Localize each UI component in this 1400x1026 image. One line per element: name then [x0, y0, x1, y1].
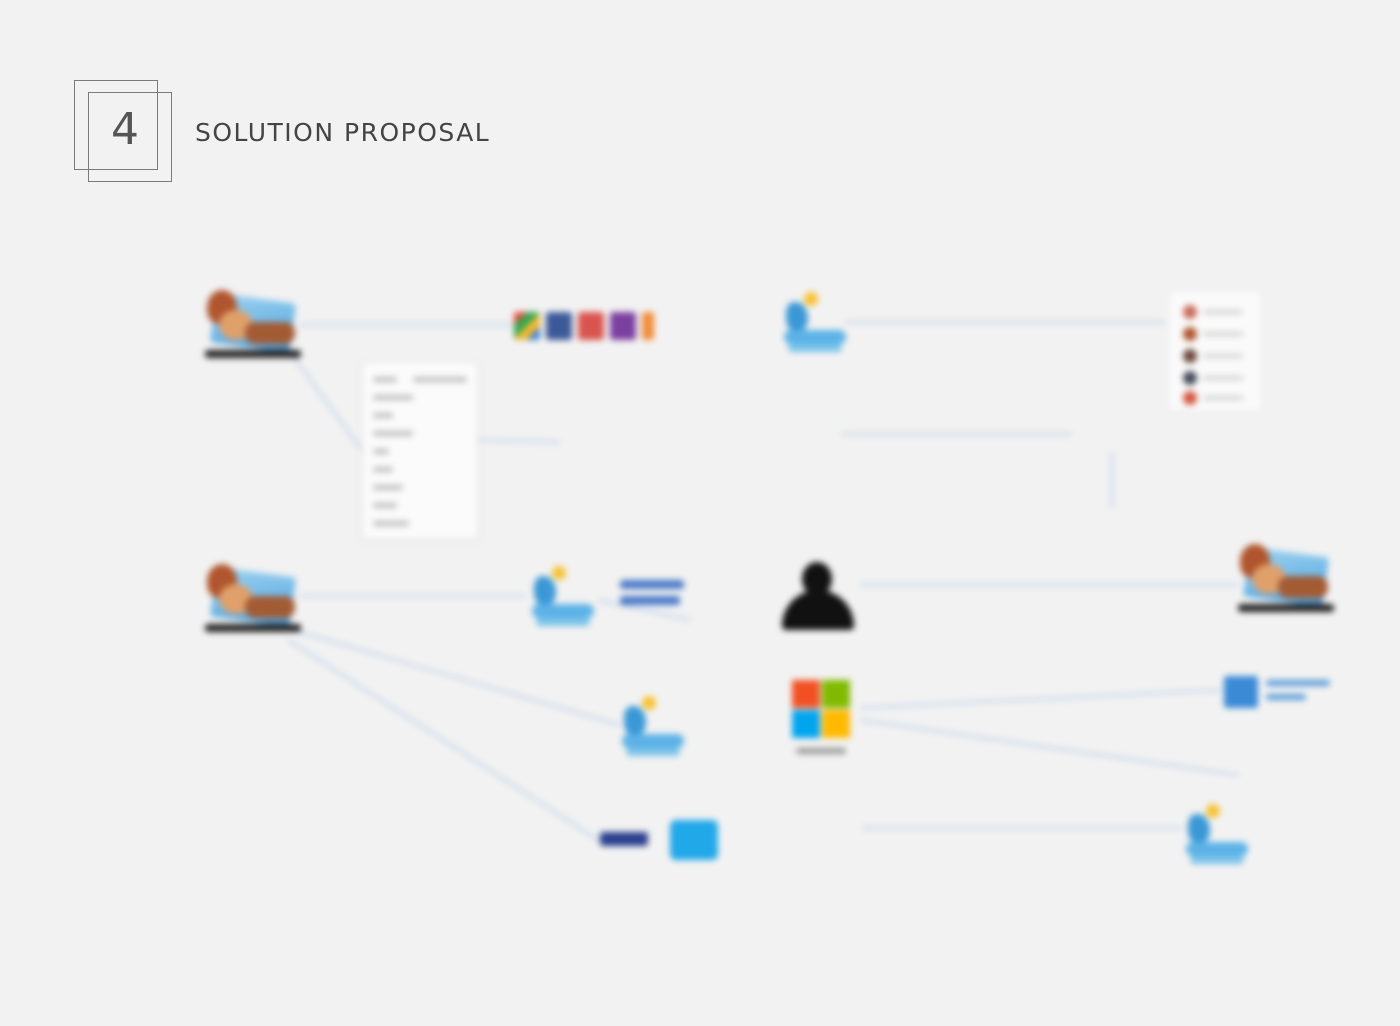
microsoft-logo-icon: [786, 676, 856, 766]
menu-screenshot-icon: [362, 362, 478, 540]
storage-link-icon: [620, 578, 690, 622]
connector: [291, 629, 621, 726]
connector: [597, 599, 691, 621]
couple-photo-icon: [205, 562, 301, 638]
section-number-frame-back: [74, 80, 158, 170]
connector: [477, 439, 561, 443]
couple-photo-icon: [205, 288, 301, 364]
functions-logo-icon: [1182, 804, 1252, 870]
connector: [859, 719, 1239, 776]
profile-list-icon: [1168, 290, 1262, 412]
connector: [859, 689, 1223, 709]
connector: [291, 354, 363, 451]
slide-header: 4 SOLUTION PROPOSAL: [0, 0, 600, 200]
social-networks-icon: [514, 312, 660, 345]
functions-logo-icon: [780, 292, 850, 358]
windows-app-icon: [1224, 672, 1334, 712]
connector: [287, 639, 599, 841]
user-silhouette-icon: [778, 560, 858, 632]
section-number: 4: [111, 104, 139, 155]
section-number-frame-front: [88, 92, 172, 182]
couple-photo-icon: [1238, 542, 1334, 618]
payment-logos-icon: [600, 818, 720, 862]
functions-logo-icon: [618, 696, 688, 762]
section-title: SOLUTION PROPOSAL: [195, 118, 491, 147]
functions-logo-icon: [528, 566, 598, 632]
